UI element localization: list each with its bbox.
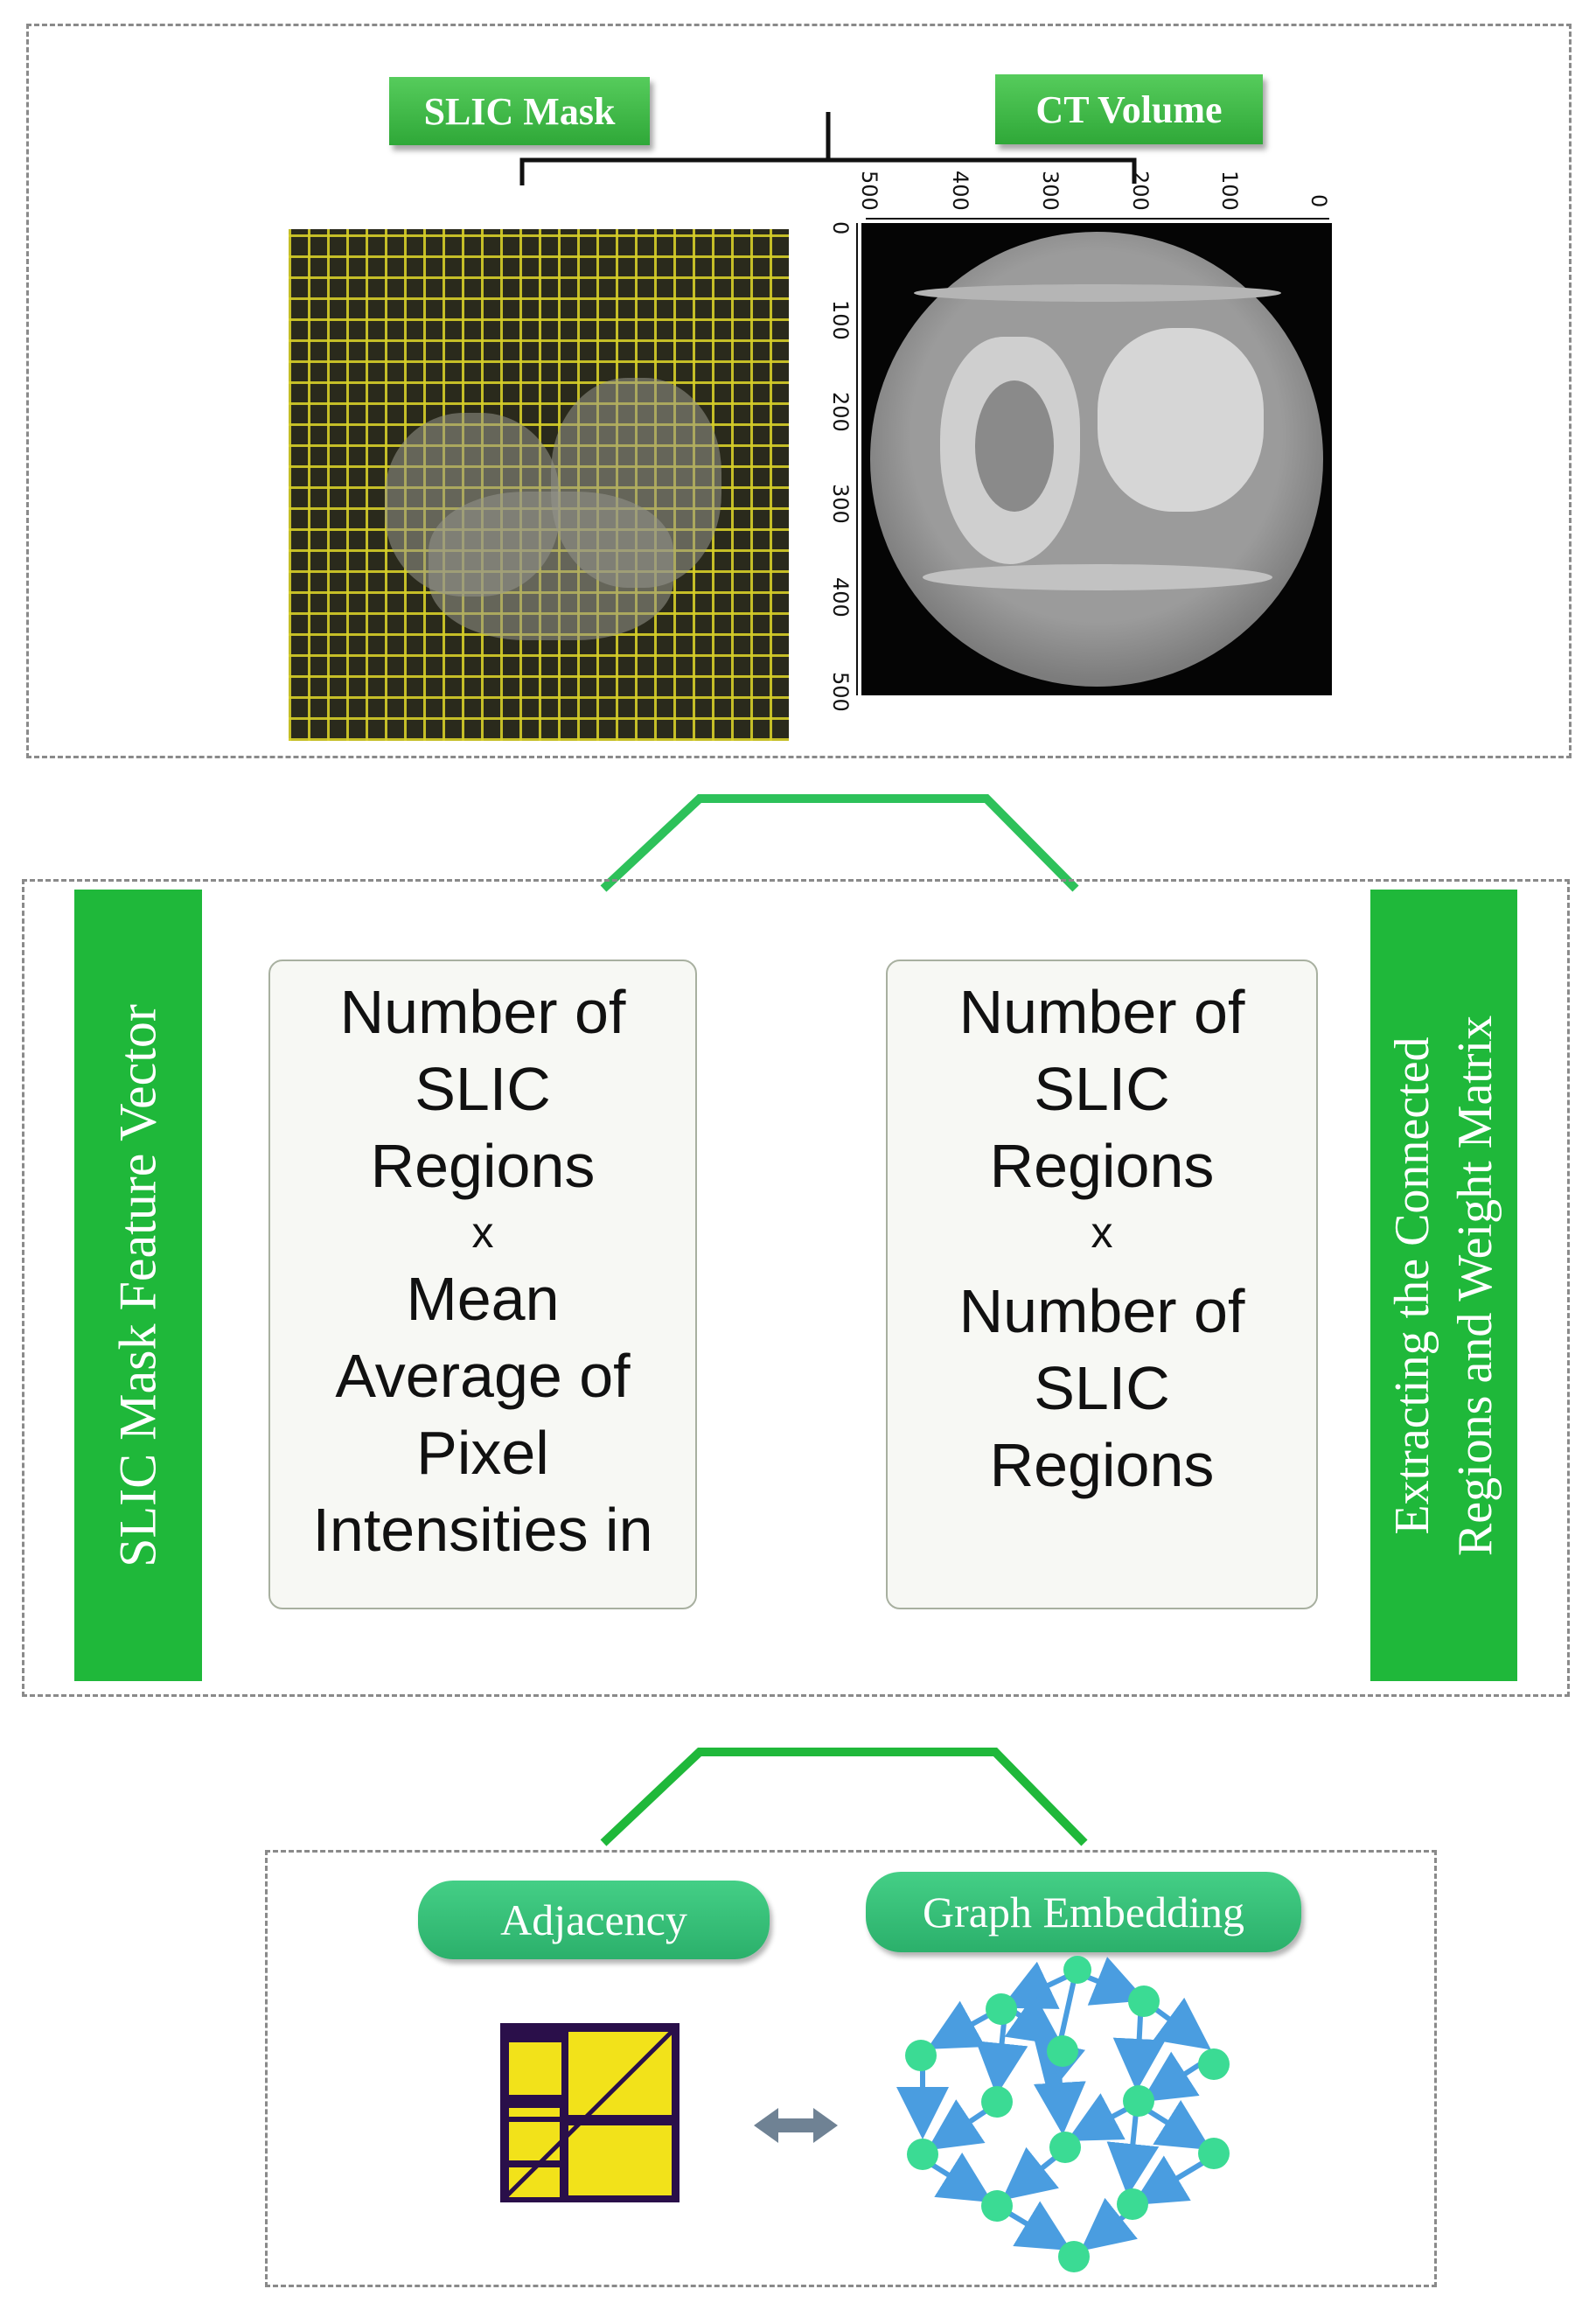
right-feature-card: Number of SLIC Regions x Number of SLIC … xyxy=(886,960,1318,1609)
card-multiply: x xyxy=(471,1208,494,1257)
slic-mask-image xyxy=(289,229,789,741)
ct-volume-label: CT Volume xyxy=(995,74,1263,144)
slic-mask-label: SLIC Mask xyxy=(389,77,650,145)
top-panel xyxy=(26,24,1572,758)
bottom-panel xyxy=(265,1850,1437,2287)
card-line: Average of xyxy=(335,1342,631,1410)
left-feature-card: Number of SLIC Regions x Mean Average of… xyxy=(268,960,697,1609)
card-line: Regions xyxy=(370,1132,596,1200)
card-line: Number of xyxy=(958,978,1245,1046)
card-line: Number of xyxy=(958,1277,1245,1345)
right-vertical-label: Extracting the Connected Regions and Wei… xyxy=(1370,890,1517,1681)
ct-volume-image xyxy=(861,223,1332,695)
card-line: SLIC xyxy=(415,1055,551,1123)
graph-embedding-label: Graph Embedding xyxy=(866,1872,1301,1952)
card-multiply: x xyxy=(1091,1208,1113,1257)
card-line: Intensities in xyxy=(312,1496,653,1564)
card-line: SLIC xyxy=(1034,1354,1170,1422)
card-line: Mean xyxy=(406,1265,560,1333)
card-line: Pixel xyxy=(416,1419,549,1487)
adjacency-label: Adjacency xyxy=(418,1881,770,1959)
card-line: SLIC xyxy=(1034,1055,1170,1123)
left-vertical-label: SLIC Mask Feature Vector xyxy=(74,890,202,1681)
card-line: Number of xyxy=(339,978,626,1046)
middle-panel xyxy=(22,879,1570,1697)
card-line: Regions xyxy=(989,1132,1215,1200)
card-line: Regions xyxy=(989,1431,1215,1499)
